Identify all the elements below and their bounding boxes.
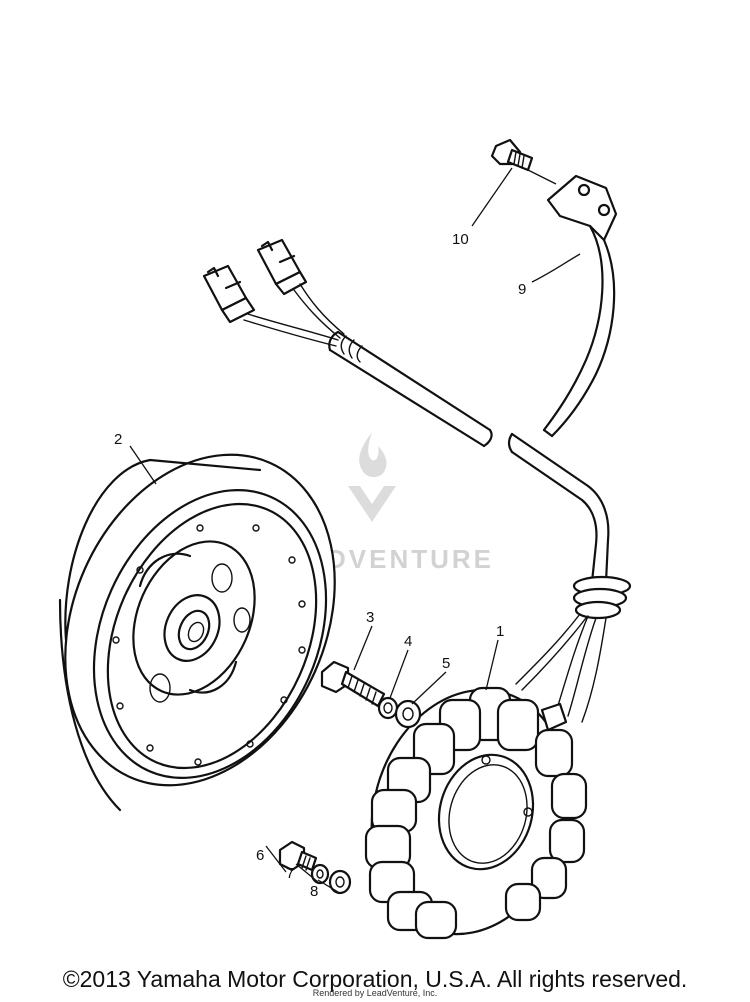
callout-leaders <box>129 167 581 893</box>
wire-harness <box>202 238 632 723</box>
callout-6: 6 <box>256 847 264 864</box>
callout-4: 4 <box>404 633 412 650</box>
wire-clamp-bracket <box>542 174 618 438</box>
callout-5: 5 <box>442 655 450 672</box>
grommet <box>572 575 632 620</box>
rotor-hub <box>163 594 221 662</box>
connector-upper <box>256 238 308 296</box>
callout-7: 7 <box>286 865 294 882</box>
stator-lock-washer <box>310 863 330 885</box>
rim-holes <box>112 524 306 766</box>
callout-9: 9 <box>518 281 526 298</box>
stator-plain-washer <box>328 869 352 895</box>
callout-8: 8 <box>310 883 318 900</box>
rotor-bolt <box>320 660 386 708</box>
lock-washer <box>377 696 399 720</box>
rendered-by-credit: Rendered by LeadVenture, Inc. <box>312 988 438 998</box>
callout-2: 2 <box>114 431 122 448</box>
leadventure-watermark-logo <box>348 432 396 522</box>
connector-lower <box>202 264 256 324</box>
callout-3: 3 <box>366 609 374 626</box>
callout-labels: 1 2 3 4 5 6 7 8 9 10 <box>114 231 526 900</box>
rotor-flywheel <box>58 453 336 812</box>
bracket-screw <box>490 138 534 172</box>
stator-assembly <box>364 686 588 940</box>
callout-10: 10 <box>452 231 469 248</box>
plain-washer <box>394 699 422 729</box>
callout-1: 1 <box>496 623 504 640</box>
copyright-notice: ©2013 Yamaha Motor Corporation, U.S.A. A… <box>62 966 688 992</box>
stator-coils <box>364 686 588 940</box>
